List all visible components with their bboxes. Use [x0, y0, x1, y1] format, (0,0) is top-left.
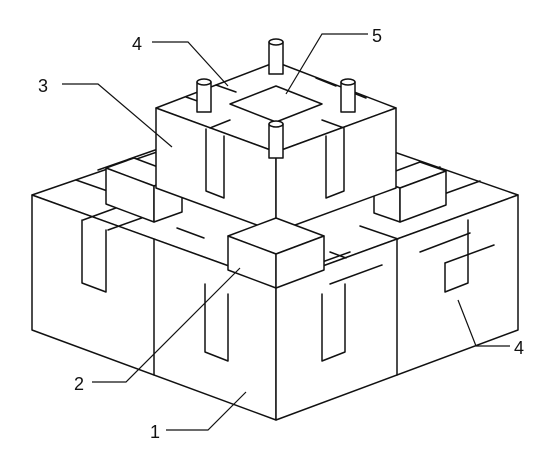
pins — [196, 38, 356, 159]
base-slots — [81, 219, 469, 362]
pin-right — [340, 78, 356, 113]
slot-left-front — [81, 219, 107, 293]
pin-left — [196, 78, 212, 113]
slot-center-right — [321, 283, 346, 362]
label-4-top: 4 — [132, 34, 142, 54]
pin-back — [268, 38, 284, 75]
slot-right-front — [444, 219, 469, 293]
labels: 3 4 5 2 1 4 — [38, 26, 524, 442]
slot-center-left — [204, 283, 229, 362]
leader-lines — [62, 33, 510, 431]
label-3: 3 — [38, 76, 48, 96]
pin-front — [268, 120, 284, 159]
label-2: 2 — [74, 374, 84, 394]
label-4-right: 4 — [514, 338, 524, 358]
upper-right-face — [275, 107, 397, 233]
support-block-front — [227, 217, 325, 289]
label-5: 5 — [372, 26, 382, 46]
center-plate — [229, 85, 323, 123]
label-1: 1 — [150, 422, 160, 442]
